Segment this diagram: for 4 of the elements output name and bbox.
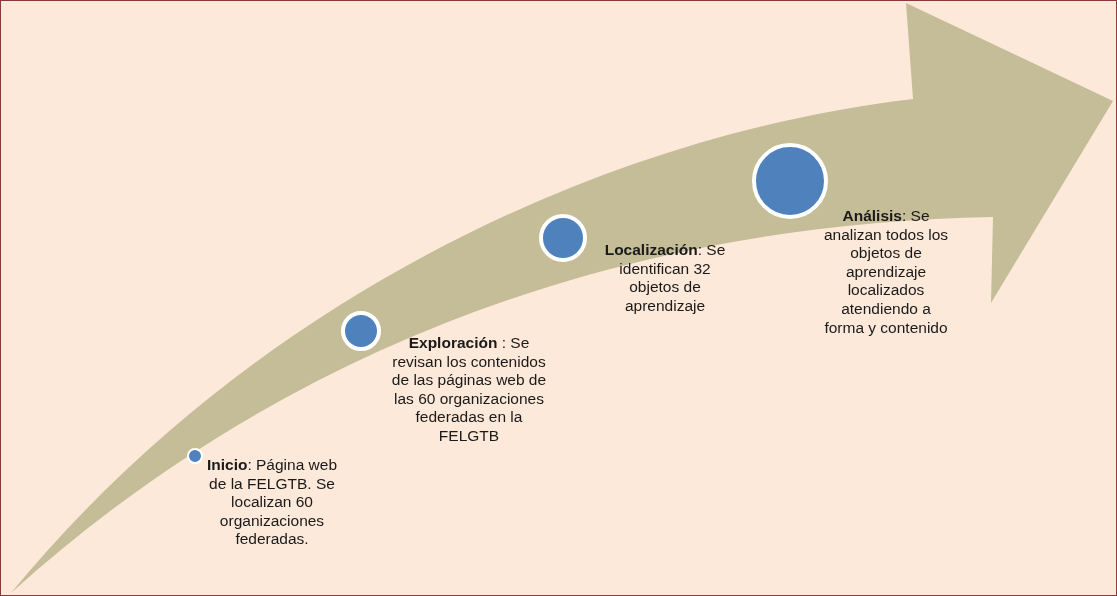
step-description: Inicio: Página web de la FELGTB. Se localizan 60 organizaciones federadas. [205,456,339,549]
step-description: Exploración : Se revisan los contenidos de las páginas web de las 60 organizaciones federadas en la FELGTB [390,334,548,446]
step-description: Análisis: Se analizan todos los objetos de aprendizaje localizados atendiendo a forma y contenido [823,207,949,338]
step-description: Localización: Se identifican 32 objetos de aprendizaje [603,241,727,316]
